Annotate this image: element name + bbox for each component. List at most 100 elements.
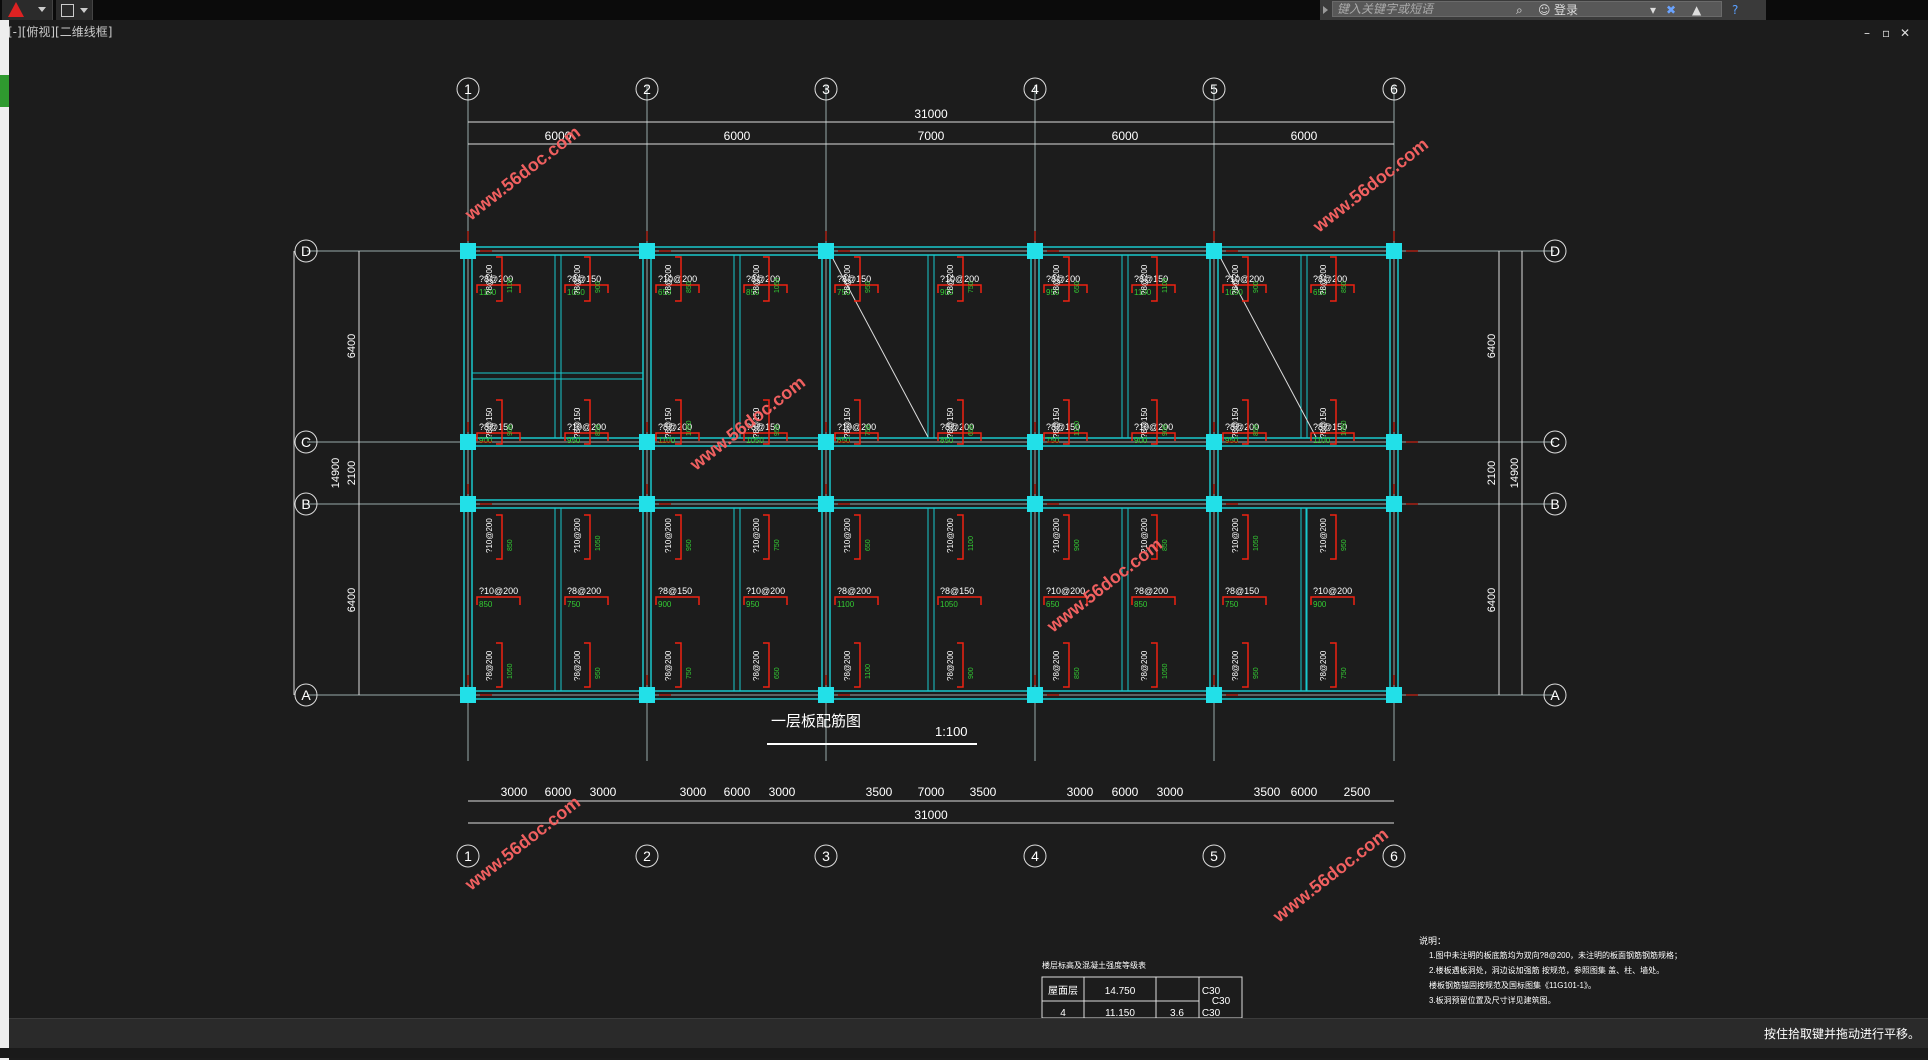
rebar-value: 1050 <box>940 600 958 609</box>
viewport-label[interactable]: [-][俯视][二维线框] <box>8 25 113 39</box>
rebar-value: 750 <box>1341 667 1348 679</box>
rebar-mark <box>957 642 964 688</box>
watermark-text: www.56doc.com <box>460 792 584 895</box>
rebar-value: 900 <box>507 424 514 436</box>
rebar-label: ?10@200 <box>837 422 876 432</box>
column <box>1386 687 1402 703</box>
search-input[interactable]: 键入关键字或短语 <box>1332 1 1722 17</box>
a360-icon[interactable]: ▲ <box>1692 3 1702 17</box>
rebar-label: ?8@200 <box>752 264 761 295</box>
rebar-value: 1050 <box>507 663 514 679</box>
column <box>1386 434 1402 450</box>
rebar-label: ?10@200 <box>1225 274 1264 284</box>
table-cell: 11.150 <box>1105 1008 1135 1018</box>
rebar-label: ?8@150 <box>567 274 601 284</box>
exchange-icon[interactable]: ✖ <box>1666 3 1677 17</box>
rebar-mark <box>1242 642 1249 688</box>
dimension-text: 6000 <box>724 129 751 143</box>
expand-arrow-icon[interactable] <box>1323 6 1328 14</box>
rebar-label: ?8@150 <box>1319 407 1328 438</box>
rebar-label: ?8@150 <box>1046 422 1080 432</box>
status-message: 按住拾取键并拖动进行平移。 <box>1763 1027 1920 1041</box>
infocenter: 键入关键字或短语 <box>1320 0 1766 20</box>
rebar-label: ?10@200 <box>1140 518 1149 553</box>
rebar-mark <box>957 399 964 445</box>
rebar-mark <box>1310 596 1355 605</box>
rebar-label: ?8@200 <box>752 650 761 681</box>
axis-number: 4 <box>1031 81 1039 97</box>
axis-number: 3 <box>822 848 830 864</box>
rebar-value: 900 <box>595 281 602 293</box>
rebar-value: 950 <box>774 424 781 436</box>
rebar-value: 650 <box>968 424 975 436</box>
table-cell: 3.6 <box>1170 1008 1184 1018</box>
column <box>1027 496 1043 512</box>
note-line: 楼板钢筋锚固按规范及国标图集《11G101-1》。 <box>1429 980 1596 990</box>
quick-access-save-button[interactable] <box>56 0 93 20</box>
title-block: 一层板配筋图 1:100 <box>767 712 977 745</box>
help-icon[interactable]: ? <box>1732 3 1739 17</box>
minimize-icon[interactable]: – <box>1864 26 1870 40</box>
axis-number: 3 <box>822 81 830 97</box>
rebar-label: ?8@200 <box>1140 264 1149 295</box>
rebar-mark <box>1310 432 1355 441</box>
rebar-mark <box>763 514 770 560</box>
rebar-mark <box>1151 399 1158 445</box>
rebar-mark <box>834 596 879 605</box>
column <box>639 243 655 259</box>
application-menu-button[interactable] <box>2 0 53 20</box>
rebar-mark <box>1242 256 1249 302</box>
chevron-down-icon[interactable]: ▾ <box>1650 3 1657 17</box>
rebar-value: 850 <box>1162 539 1169 551</box>
rebar-value: 850 <box>1341 281 1348 293</box>
rebar-label: ?8@200 <box>837 586 871 596</box>
column <box>1386 496 1402 512</box>
rebar-label: ?8@200 <box>485 650 494 681</box>
axis-bubble <box>1202 844 1226 868</box>
rebar-value: 1100 <box>1074 421 1081 436</box>
rebar-mark <box>937 284 982 293</box>
rebar-label: ?8@200 <box>1231 264 1240 295</box>
save-icon <box>61 4 74 17</box>
rebar-mark <box>1222 284 1267 293</box>
rebar-label: ?8@150 <box>1231 407 1240 438</box>
axis-number: 1 <box>464 848 472 864</box>
axis-bubble <box>1543 430 1567 454</box>
rebar-value: 900 <box>1134 436 1148 445</box>
rebar-value: 900 <box>1074 539 1081 551</box>
rebar-value: 1050 <box>1253 535 1260 551</box>
rebar-label: ?8@200 <box>843 264 852 295</box>
rebar-mark <box>1043 596 1088 605</box>
infocenter-tools: ⌕ ☺ 登录 ▾ ✖ ▲ ? <box>1510 0 1766 20</box>
axis-number: 4 <box>1031 848 1039 864</box>
rebar-value: 1050 <box>567 288 585 297</box>
rebar-value: 950 <box>686 539 693 551</box>
binoculars-icon[interactable]: ⌕ <box>1516 3 1523 17</box>
login-button[interactable]: 登录 <box>1554 3 1579 17</box>
dimension-text: 3000 <box>501 785 528 799</box>
rebar-label: ?8@150 <box>479 422 513 432</box>
rebar-mark <box>476 284 521 293</box>
column <box>818 496 834 512</box>
rebar-value: 1100 <box>837 600 855 609</box>
column <box>1027 434 1043 450</box>
rebar-value: 850 <box>1134 600 1148 609</box>
rebar-mark <box>1063 514 1070 560</box>
rebar-mark <box>763 399 770 445</box>
rebar-label: ?8@200 <box>573 264 582 295</box>
dimension-text: 3500 <box>970 785 997 799</box>
rebar-mark <box>675 399 682 445</box>
close-icon[interactable]: ✕ <box>1900 26 1911 40</box>
rebar-label: ?8@200 <box>1046 274 1080 284</box>
restore-icon[interactable]: ▫ <box>1882 26 1891 40</box>
rebar-label: ?8@200 <box>940 422 974 432</box>
rebar-mark <box>584 642 591 688</box>
column <box>818 434 834 450</box>
drawing-scale: 1:100 <box>935 724 968 739</box>
rebar-value: 750 <box>1225 600 1239 609</box>
rebar-mark <box>1330 642 1337 688</box>
rebar-label: ?8@200 <box>567 586 601 596</box>
